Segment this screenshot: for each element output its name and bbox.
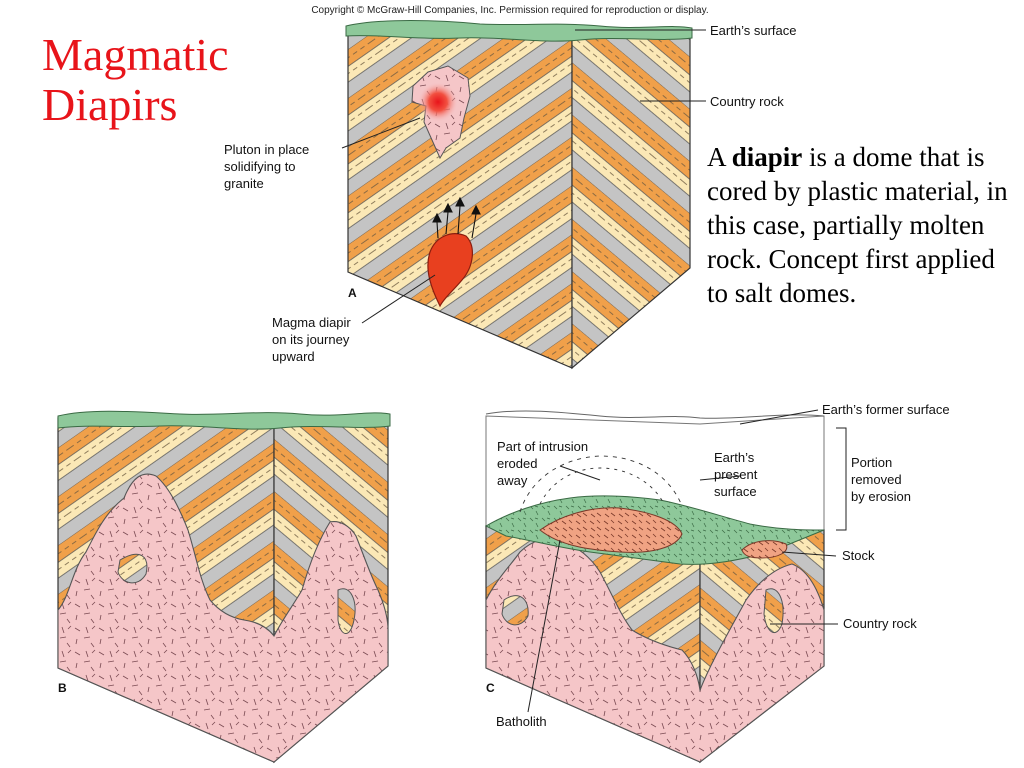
molten-core (418, 82, 458, 122)
eroded-dome-inner (539, 467, 665, 505)
panel-b-rock-inclusion (117, 553, 148, 584)
pluton-label-line-1: Pluton in place (224, 142, 309, 157)
portion-removed-line-2: removed (851, 472, 902, 487)
description-term: diapir (731, 142, 803, 172)
panel-c: C Earth’s former surface Part of intrusi… (484, 402, 950, 764)
panel-a-letter: A (348, 286, 357, 300)
portion-removed-line-1: Portion (851, 455, 892, 470)
present-surface-label-line-1: Earth’s (714, 450, 755, 465)
panel-c-letter: C (486, 681, 495, 695)
panel-b-granite-intrusion (57, 473, 389, 763)
panel-c-rock-inclusion-right (763, 588, 784, 634)
panel-c-callouts (527, 409, 847, 713)
eroded-label-line-3: away (497, 473, 528, 488)
panel-b-rock-inclusion-right (337, 588, 356, 634)
description-rest: is a dome that is cored by plastic mater… (707, 142, 1008, 308)
magma-diapir-label-line-2: on its journey (272, 332, 350, 347)
stock-label: Stock (842, 548, 875, 563)
pluton-label-line-3: granite (224, 176, 264, 191)
panel-b-letter: B (58, 681, 67, 695)
panel-a-right-face (571, 29, 691, 370)
batholith-label: Batholith (496, 714, 547, 729)
panel-b: B (57, 410, 391, 764)
stock-intrusion (741, 540, 788, 559)
title-line-2: Diapirs (42, 79, 178, 130)
portion-removed-line-3: by erosion (851, 489, 911, 504)
panel-b-surface (57, 410, 391, 430)
former-surface-label: Earth’s former surface (822, 402, 950, 417)
diapir-description: A diapir is a dome that is cored by plas… (707, 140, 1017, 310)
panel-a: A Earth’s surface Country rock Pluton in… (224, 20, 796, 370)
slide-title: Magmatic Diapirs (42, 30, 229, 130)
panel-a-callouts (341, 29, 706, 324)
magma-diapir (427, 233, 473, 308)
country-rock-label-c: Country rock (843, 616, 917, 631)
upward-arrows (432, 196, 481, 239)
present-surface-label-line-2: present (714, 467, 758, 482)
eroded-label-line-2: eroded (497, 456, 537, 471)
copyright-notice: Copyright © McGraw-Hill Companies, Inc. … (311, 5, 708, 16)
eroded-dome-outline (519, 455, 683, 513)
exposed-batholith-top (539, 507, 683, 553)
country-rock-label-a: Country rock (710, 94, 784, 109)
earth-surface-label: Earth’s surface (710, 23, 796, 38)
magma-diapir-label-line-1: Magma diapir (272, 315, 351, 330)
title-line-1: Magmatic (42, 29, 229, 80)
panel-c-rock-inclusion (501, 595, 529, 626)
magma-diapir-label-line-3: upward (272, 349, 315, 364)
pluton-label-line-2: solidifying to (224, 159, 296, 174)
eroded-label-line-1: Part of intrusion (497, 439, 588, 454)
present-surface-label-line-3: surface (714, 484, 757, 499)
earth-surface-layer (345, 20, 693, 42)
description-lead: A (707, 142, 726, 172)
former-surface-line (485, 410, 825, 419)
